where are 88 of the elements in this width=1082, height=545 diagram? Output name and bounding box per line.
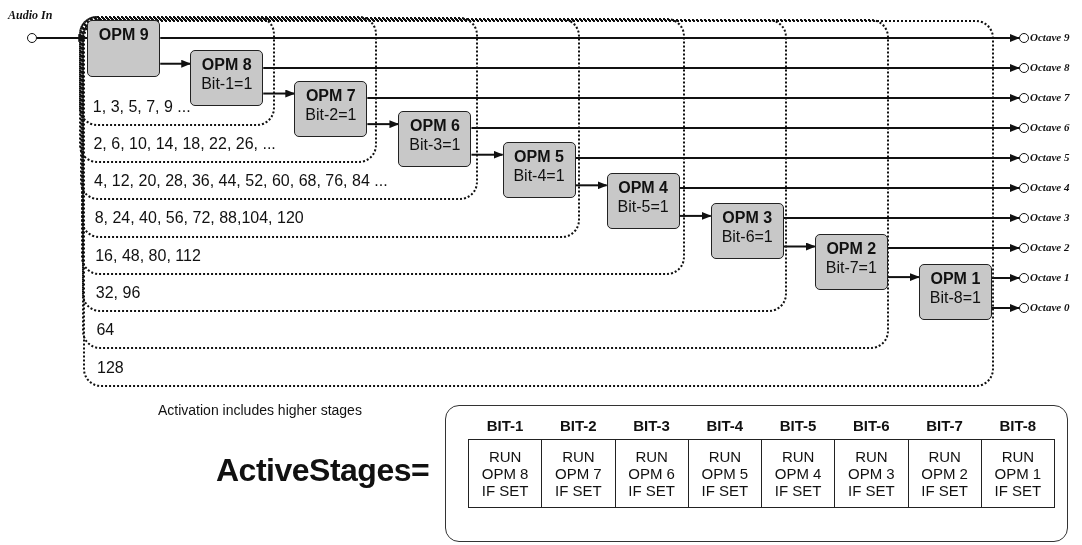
arrow [470,124,1020,132]
process-box [190,50,264,107]
bit-condition: Bit-7=1 [824,257,878,277]
arrow [990,304,1020,312]
output-label: Octave 7 [1030,91,1070,103]
table-cell: RUN OPM 2 IF SET [908,439,982,508]
dotted-region [82,19,890,350]
dotted-region [81,18,787,312]
note-text: Activation includes higher stages [158,402,362,418]
output-label: Octave 4 [1030,181,1070,193]
arrow [574,154,1020,162]
bit-condition: Bit-3=1 [408,135,462,155]
arrow [678,211,712,220]
column-header: BIT-8 [981,411,1055,440]
arrow [159,59,192,68]
bit-condition: Bit-4=1 [512,166,566,185]
column-header: BIT-3 [615,411,689,440]
arrow [886,244,1020,252]
box-title: OPM 2 [825,238,878,258]
process-box [814,233,888,290]
formula-label: ActiveStages= [216,452,430,489]
box-title: OPM 3 [721,208,774,228]
arrow [886,273,920,282]
table-cell: RUN OPM 6 IF SET [615,439,689,508]
sequence-label: 2, 6, 10, 14, 18, 22, 26, ... [93,135,276,154]
table-cell: RUN OPM 5 IF SET [688,439,762,508]
process-box [294,80,368,137]
process-box [710,203,784,260]
dotted-region [80,17,479,201]
box-title: OPM 6 [409,116,461,136]
output-label: Octave 0 [1030,301,1070,313]
box-title: OPM 5 [513,147,565,166]
arrow [159,34,1020,42]
dotted-region [80,17,580,238]
box-title: OPM 7 [304,85,357,105]
arrow [678,184,1020,192]
column-header: BIT-2 [541,411,615,440]
sequence-label: 8, 24, 40, 56, 72, 88,104, 120 [94,209,304,228]
table-cell: RUN OPM 4 IF SET [761,439,835,508]
arrow [366,120,400,129]
box-title: OPM 1 [929,269,982,289]
process-box [606,172,680,229]
bit-condition: Bit-6=1 [720,227,774,247]
table-cell: RUN OPM 3 IF SET [834,439,908,508]
process-box [502,142,576,198]
output-label: Octave 1 [1030,271,1070,283]
table-cell: RUN OPM 7 IF SET [541,439,615,508]
dotted-region [81,18,686,276]
arrow [782,214,1020,222]
output-label: Octave 6 [1030,121,1070,133]
bit-condition: Bit-1=1 [200,74,254,94]
output-label: Octave 9 [1030,31,1070,43]
column-header: BIT-1 [468,411,542,440]
column-header: BIT-5 [761,411,835,440]
process-box [918,264,992,321]
sequence-label: 1, 3, 5, 7, 9 ... [92,97,191,116]
sequence-label: 4, 12, 20, 28, 36, 44, 52, 60, 68, 76, 84 ... [94,171,388,190]
bit-condition: Bit-5=1 [616,196,670,216]
arrow [36,34,89,42]
bit-condition: Bit-8=1 [928,288,982,308]
table-cell: RUN OPM 8 IF SET [468,439,542,508]
sequence-label: 32, 96 [95,283,141,302]
arrow [262,89,296,98]
table-cell: RUN OPM 1 IF SET [981,439,1055,508]
input-label: Audio In [8,9,53,21]
column-header: BIT-7 [908,411,982,440]
box-title: OPM 4 [617,177,669,197]
dotted-region [79,16,378,164]
arrow [366,94,1020,102]
sequence-label: 64 [96,321,115,340]
process-box [398,111,472,168]
column-header: BIT-4 [688,411,762,440]
arrow [262,64,1020,72]
output-label: Octave 3 [1030,211,1070,223]
sequence-label: 128 [97,358,124,377]
arrow [782,242,816,251]
output-label: Octave 2 [1030,241,1070,253]
process-box [87,20,161,78]
output-label: Octave 5 [1030,151,1070,163]
arrow [574,181,608,190]
box-title: OPM 9 [97,25,150,45]
output-label: Octave 8 [1030,61,1070,73]
dotted-region [78,15,275,126]
sequence-label: 16, 48, 80, 112 [95,247,201,265]
arrow [470,150,504,159]
bit-condition: Bit-2=1 [304,104,358,124]
column-header: BIT-6 [834,411,908,440]
box-title: OPM 8 [200,55,253,75]
